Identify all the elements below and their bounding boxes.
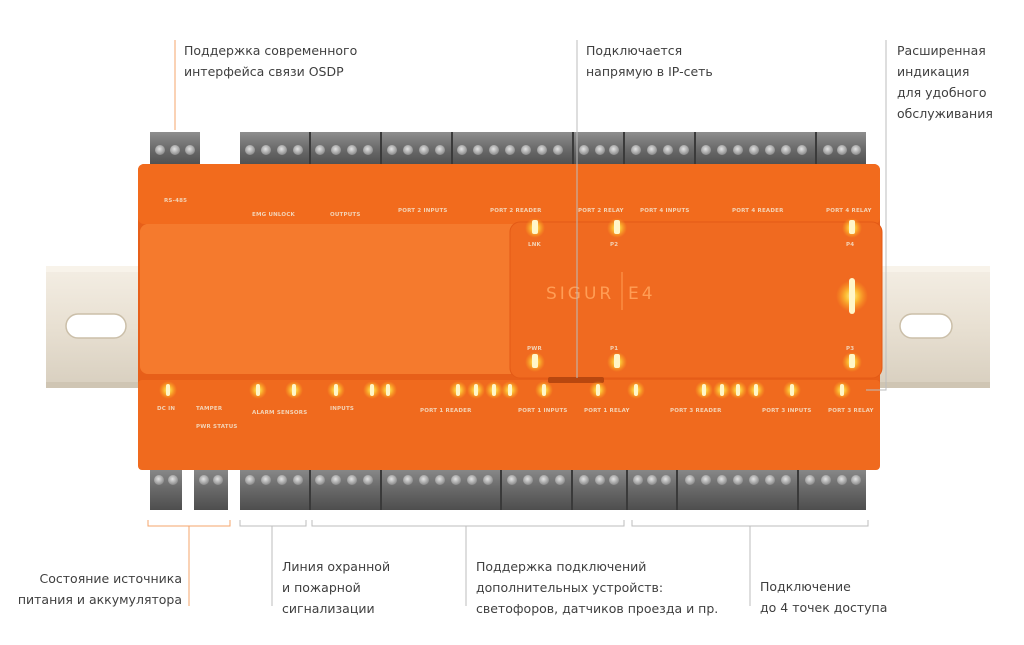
bottom-section-labels: DC IN TAMPER PWR STATUS ALARM SENSORS IN… — [157, 406, 875, 430]
leader-indication — [866, 40, 887, 391]
indicator-p2-label: P2 — [610, 242, 618, 248]
callout-indication: Расширенная индикация для удобного обслу… — [897, 40, 993, 124]
label-port3-inputs: PORT 3 INPUTS — [762, 408, 812, 414]
label-port4-relay: PORT 4 RELAY — [826, 208, 873, 214]
callout-access-points: Подключение до 4 точек доступа — [760, 576, 887, 618]
callout-indication-line-3: для удобного — [897, 85, 987, 100]
brand-name: SIGUR — [546, 284, 614, 304]
callout-osdp: Поддержка современного интерфейса связи … — [184, 40, 357, 82]
callout-extra-line-1: Поддержка подключений — [476, 559, 647, 574]
indicator-pwr-label: PWR — [527, 346, 542, 352]
label-rs485: RS-485 — [164, 198, 187, 204]
label-tamper: TAMPER — [196, 406, 223, 412]
leader-extra — [311, 520, 625, 527]
callout-access-line-2: до 4 точек доступа — [760, 600, 888, 615]
callout-ip-line-2: напрямую в IP-сеть — [586, 64, 713, 79]
callout-osdp-line-2: интерфейса связи OSDP — [184, 64, 344, 79]
leader-lines — [147, 40, 887, 606]
callout-extra-line-3: светофоров, датчиков проезда и пр. — [476, 601, 719, 616]
callout-alarm-line-1: Линия охранной — [282, 559, 391, 574]
label-outputs: OUTPUTS — [330, 212, 361, 218]
callout-power-status: Состояние источника питания и аккумулято… — [18, 568, 182, 610]
callout-access-line-1: Подключение — [760, 579, 851, 594]
callout-alarm-line: Линия охранной и пожарной сигнализации — [282, 556, 390, 619]
label-emg-unlock: EMG UNLOCK — [252, 212, 296, 218]
label-port2-inputs: PORT 2 INPUTS — [398, 208, 448, 214]
indicator-p4-label: P4 — [846, 242, 854, 248]
led-strip-top-row — [525, 218, 868, 372]
callout-indication-line-1: Расширенная — [897, 43, 986, 58]
callout-osdp-line-1: Поддержка современного — [184, 43, 358, 58]
controller-housing — [138, 164, 883, 470]
label-port2-reader: PORT 2 READER — [490, 208, 542, 214]
callout-alarm-line-2: и пожарной — [282, 580, 361, 595]
callout-ip-line-1: Подключается — [586, 43, 683, 58]
indicator-p3-label: P3 — [846, 346, 854, 352]
panel-indicator-labels: LNK PWR P2 P1 P4 P3 — [527, 242, 854, 352]
label-port4-reader: PORT 4 READER — [732, 208, 784, 214]
led-indicators — [159, 218, 868, 399]
label-port1-inputs: PORT 1 INPUTS — [518, 408, 568, 414]
label-port1-relay: PORT 1 RELAY — [584, 408, 631, 414]
top-terminal-blocks — [150, 132, 866, 166]
label-port4-inputs: PORT 4 INPUTS — [640, 208, 690, 214]
leader-power — [147, 520, 231, 527]
leader-access — [631, 520, 869, 527]
label-port2-relay: PORT 2 RELAY — [578, 208, 625, 214]
brand-mark: SIGUR E4 — [546, 284, 656, 304]
label-port3-reader: PORT 3 READER — [670, 408, 722, 414]
label-dc-in: DC IN — [157, 406, 175, 412]
callout-alarm-line-3: сигнализации — [282, 601, 375, 616]
callout-indication-line-4: обслуживания — [897, 106, 993, 121]
bottom-terminal-blocks — [150, 466, 866, 510]
label-port3-relay: PORT 3 RELAY — [828, 408, 875, 414]
model-name: E4 — [628, 284, 656, 304]
callout-extra-devices: Поддержка подключений дополнительных уст… — [476, 556, 718, 619]
callout-indication-line-2: индикация — [897, 64, 970, 79]
callout-ip-network: Подключается напрямую в IP-сеть — [586, 40, 713, 82]
callout-power-line-1: Состояние источника — [39, 571, 182, 586]
label-pwr-status: PWR STATUS — [196, 424, 238, 430]
label-inputs: INPUTS — [330, 406, 354, 412]
indicator-lnk-label: LNK — [528, 242, 542, 248]
callout-power-line-2: питания и аккумулятора — [17, 592, 182, 607]
indicator-p1-label: P1 — [610, 346, 618, 352]
top-section-labels: RS-485 EMG UNLOCK OUTPUTS PORT 2 INPUTS … — [164, 198, 873, 218]
leader-alarm — [239, 520, 307, 527]
label-port1-reader: PORT 1 READER — [420, 408, 472, 414]
led-strip-bottom-row — [159, 381, 851, 399]
label-alarm-sensors: ALARM SENSORS — [252, 410, 307, 416]
callout-extra-line-2: дополнительных устройств: — [476, 580, 664, 595]
